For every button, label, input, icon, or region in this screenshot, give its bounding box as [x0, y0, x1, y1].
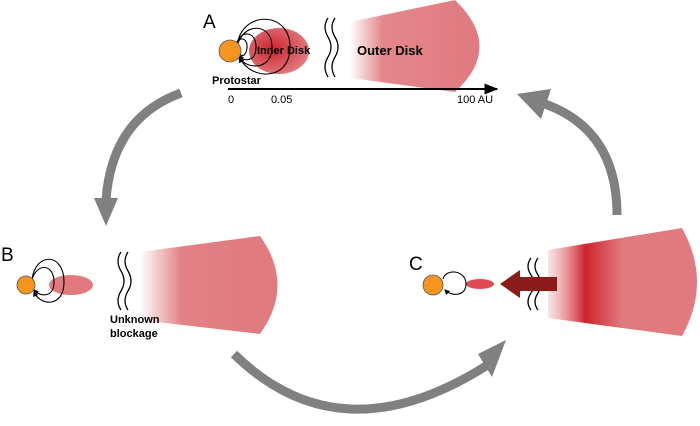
panel-a: A Outer Disk Inner Disk Protostar 0 0.05… — [203, 0, 499, 106]
outer-disk-label: Outer Disk — [357, 43, 424, 58]
cycle-arrow-a-to-b — [94, 88, 183, 226]
panel-c-label: C — [409, 254, 423, 275]
inner-disk-label: Inner Disk — [257, 45, 311, 57]
protostar-a — [218, 39, 242, 63]
gap-break-a — [324, 17, 339, 78]
outer-disk-b — [140, 236, 278, 334]
inner-disk-a — [249, 28, 309, 74]
magnetic-loop-icon — [235, 18, 291, 75]
cycle-arrow-b-to-c — [230, 340, 506, 414]
outer-disk-a — [350, 0, 480, 92]
gap-break-b — [117, 251, 132, 311]
protostar-label: Protostar — [212, 75, 262, 87]
axis-tick-0-05: 0.05 — [271, 94, 292, 106]
block-arrow-icon — [500, 270, 557, 298]
protostar-c — [422, 274, 444, 296]
panel-a-label: A — [203, 12, 216, 33]
blockage-label-line1: Unknown — [110, 314, 160, 326]
inner-disk-b — [49, 275, 93, 295]
axis-tick-100au: 100 AU — [457, 94, 493, 106]
outer-disk-c — [548, 228, 697, 336]
magnetic-loop-icon — [31, 258, 65, 303]
panel-b: B Unknown blockage — [1, 236, 278, 340]
blockage-label-line2: blockage — [110, 328, 158, 340]
axis-tick-0: 0 — [228, 94, 234, 106]
panel-c: C — [409, 228, 697, 336]
magnetic-loop-icon — [442, 271, 467, 296]
inner-disk-c — [466, 279, 494, 289]
protostar-b — [16, 275, 36, 295]
cycle-arrow-c-to-a — [517, 89, 622, 216]
panel-b-label: B — [1, 245, 14, 266]
